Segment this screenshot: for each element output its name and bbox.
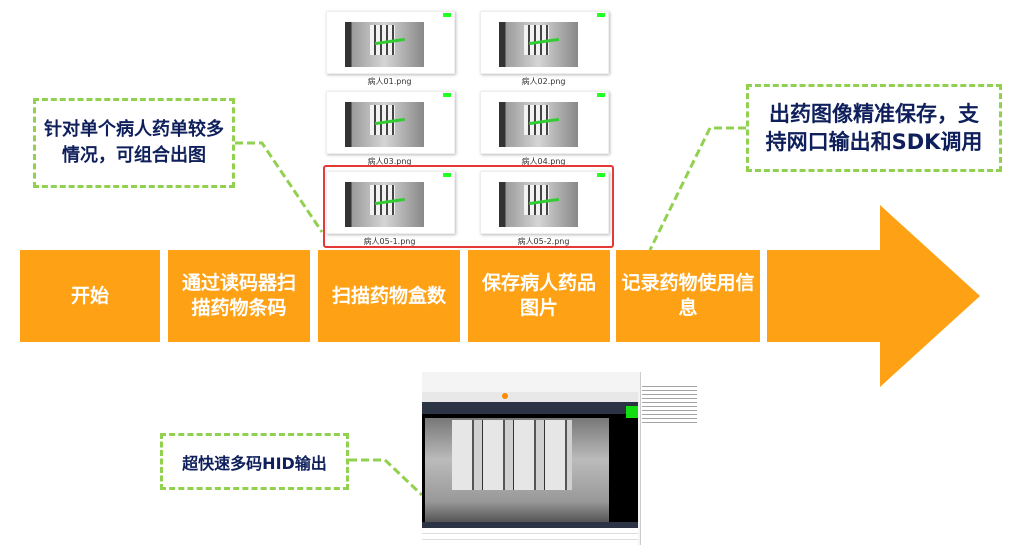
thumbnail-filename: 病人03.png xyxy=(367,157,412,166)
step-label: 保存病人药品图片 xyxy=(481,272,596,319)
thumbnail-image xyxy=(326,171,455,234)
connector-save xyxy=(648,126,746,251)
step-label: 记录药物使用信息 xyxy=(621,272,755,319)
step-record-usage: 记录药物使用信息 xyxy=(616,250,760,342)
thumbnail-image xyxy=(326,91,455,154)
callout-hid: 超快速多码HID输出 xyxy=(160,433,349,490)
thumbnail-image xyxy=(480,91,609,154)
software-screenshot xyxy=(422,372,710,545)
highlight-box xyxy=(323,165,614,248)
thumbnail-image xyxy=(480,11,609,74)
flow-arrow xyxy=(767,205,980,387)
step-save-images: 保存病人药品图片 xyxy=(468,250,610,342)
callout-text: 针对单个病人药单较多情况，可组合出图 xyxy=(44,119,224,166)
thumbnail-image xyxy=(326,11,455,74)
callout-save: 出药图像精准保存，支持网口输出和SDK调用 xyxy=(746,84,1002,172)
step-scan-barcode: 通过读码器扫描药物条码 xyxy=(168,250,310,342)
thumbnail-filename: 病人01.png xyxy=(367,77,412,86)
callout-text: 超快速多码HID输出 xyxy=(182,453,327,473)
callout-combine: 针对单个病人药单较多情况，可组合出图 xyxy=(33,98,235,188)
step-label: 通过读码器扫描药物条码 xyxy=(181,272,296,319)
connector-hid xyxy=(349,458,424,497)
thumbnail-filename: 病人05-2.png xyxy=(517,237,570,246)
thumbnail-filename: 病人04.png xyxy=(521,157,566,166)
step-label: 开始 xyxy=(70,284,109,307)
step-count-boxes: 扫描药物盒数 xyxy=(318,250,460,342)
thumbnail-filename: 病人05-1.png xyxy=(363,237,416,246)
step-start: 开始 xyxy=(20,250,160,342)
connector-combine xyxy=(235,141,324,233)
thumbnail-filename: 病人02.png xyxy=(521,77,566,86)
thumbnail-image xyxy=(480,171,609,234)
callout-text: 出药图像精准保存，支持网口输出和SDK调用 xyxy=(765,102,983,154)
step-label: 扫描药物盒数 xyxy=(331,284,446,307)
